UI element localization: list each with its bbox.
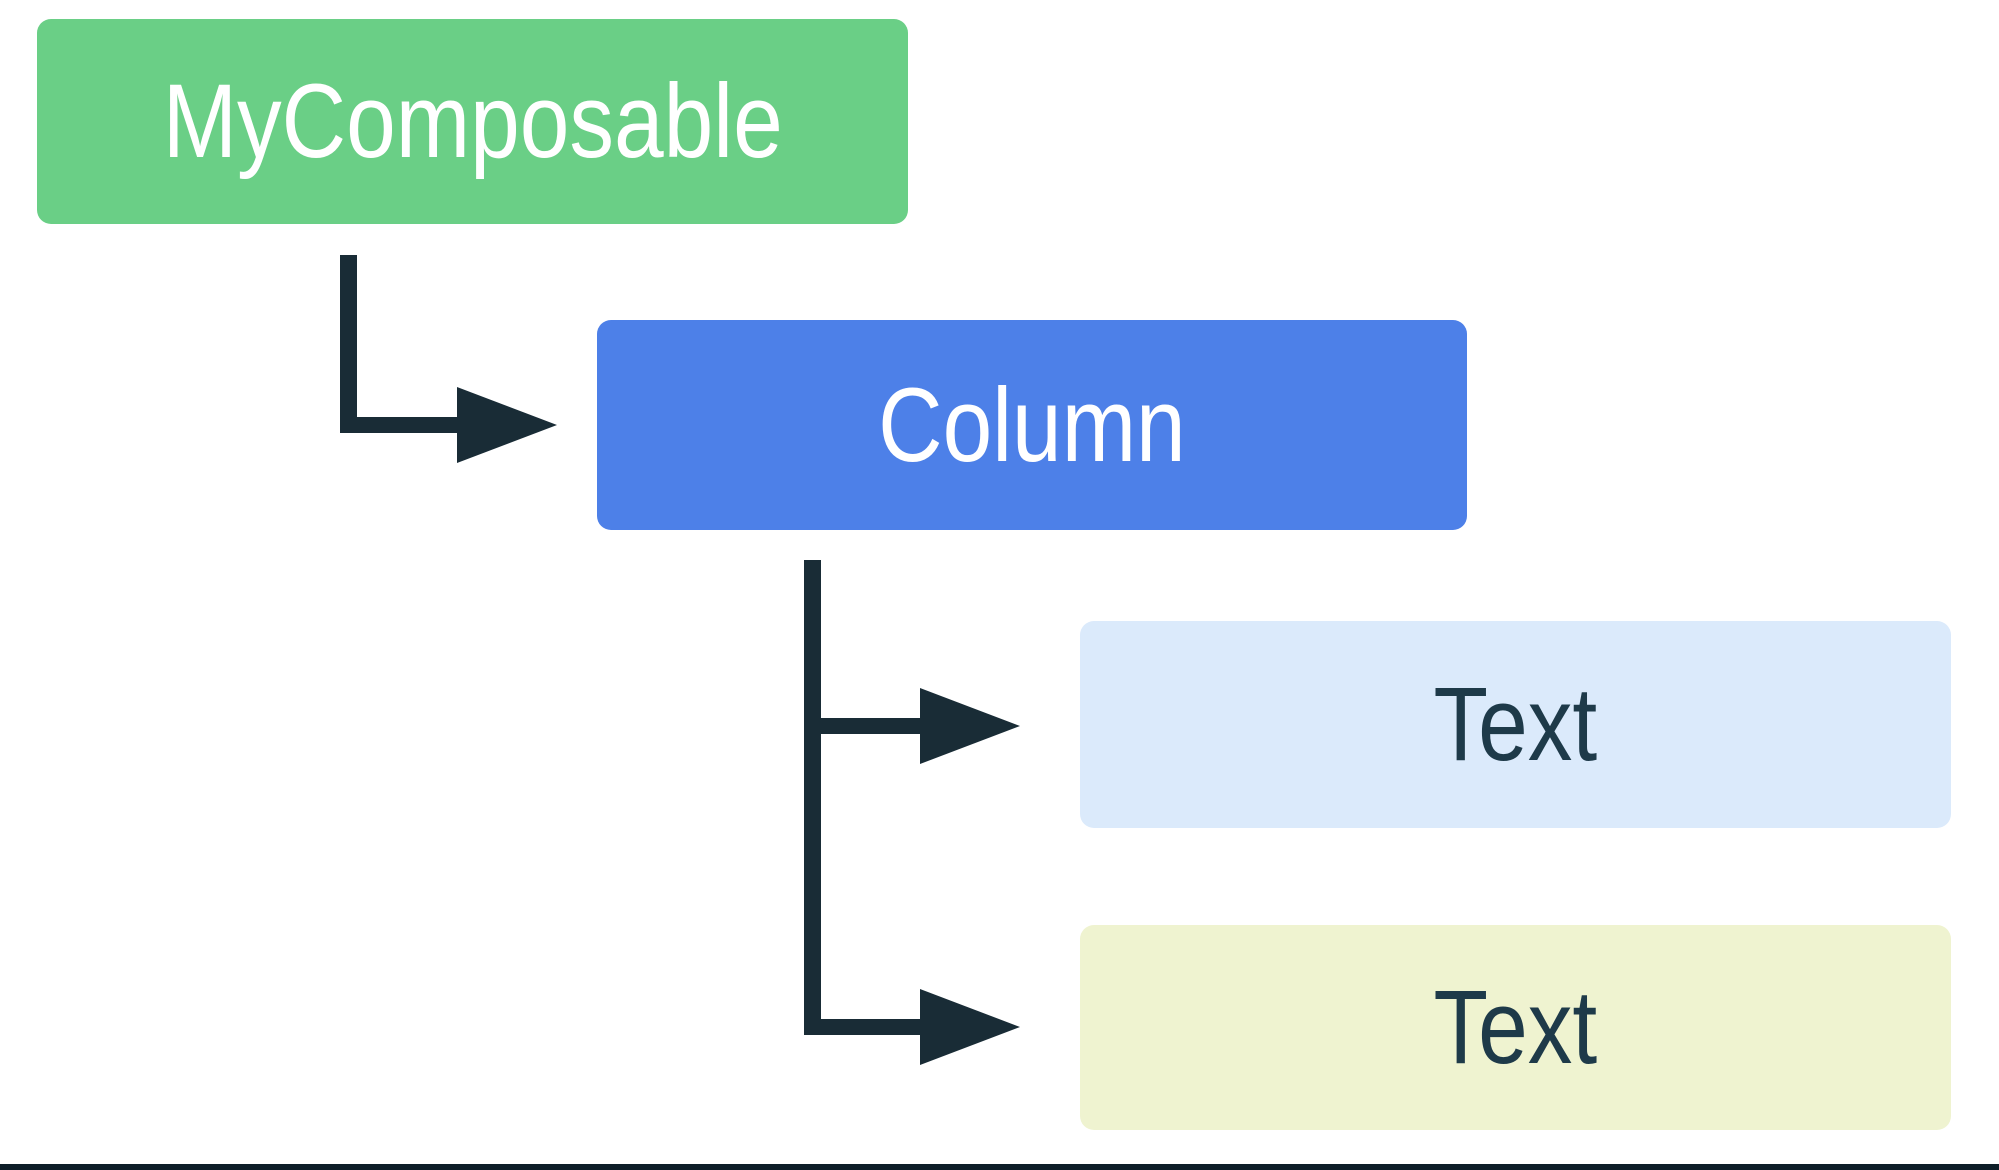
node-column-label: Column xyxy=(878,366,1186,484)
node-column: Column xyxy=(597,320,1467,530)
node-text-second: Text xyxy=(1080,925,1951,1130)
node-mycomposable-label: MyComposable xyxy=(162,63,783,180)
arrow-right-icon xyxy=(457,387,557,463)
arrow-right-icon xyxy=(920,688,1020,764)
arrow-column-trunk-vertical xyxy=(804,560,821,1035)
arrow-root-to-column-vertical xyxy=(340,255,357,433)
node-text-first-label: Text xyxy=(1433,666,1598,783)
node-mycomposable: MyComposable xyxy=(37,19,908,224)
arrow-right-icon xyxy=(920,989,1020,1065)
bottom-divider xyxy=(0,1164,1999,1170)
node-text-first: Text xyxy=(1080,621,1951,828)
arrow-root-to-column-horizontal xyxy=(340,417,460,433)
arrow-column-to-text2-horizontal xyxy=(804,1019,922,1035)
node-text-second-label: Text xyxy=(1433,969,1598,1086)
arrow-column-to-text1-horizontal xyxy=(804,718,922,734)
